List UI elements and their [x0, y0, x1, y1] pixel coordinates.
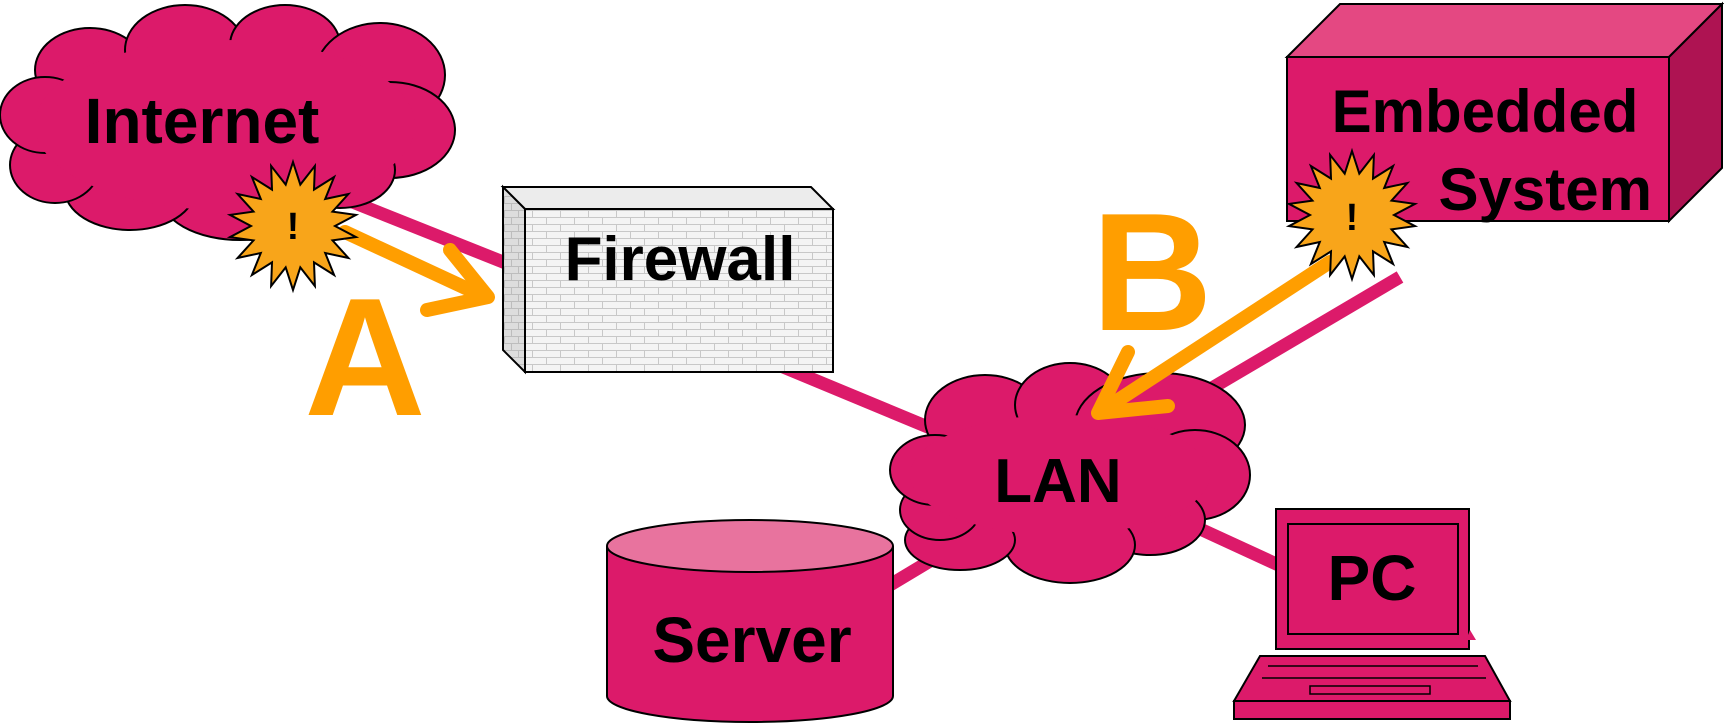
firewall-label: Firewall	[565, 225, 796, 294]
arrow-icon	[338, 225, 495, 317]
arrow-icon	[1091, 255, 1337, 420]
internet-label: Internet	[85, 85, 320, 157]
database-icon	[606, 519, 894, 723]
links	[337, 190, 1404, 591]
attack-a: ! A	[226, 158, 495, 451]
server-label: Server	[652, 604, 851, 676]
link-embedded-lan	[1191, 271, 1404, 404]
explosion-icon: !	[226, 158, 360, 294]
attack-b: B !	[1091, 147, 1419, 420]
firewall-node: Firewall	[500, 184, 836, 375]
attack-b-marker: !	[1346, 197, 1359, 239]
embedded-label-line1: Embedded	[1332, 78, 1639, 145]
embedded-label-line2: System	[1439, 156, 1652, 223]
server-node: Server	[606, 519, 894, 723]
pc-label: PC	[1328, 542, 1417, 614]
laptop-icon	[1232, 508, 1512, 720]
lan-cloud: LAN	[889, 362, 1251, 584]
internet-cloud: Internet	[0, 4, 456, 241]
attack-a-marker: !	[287, 206, 300, 248]
embedded-system-node: Embedded System	[1284, 1, 1724, 224]
link-internet-firewall	[337, 190, 511, 271]
lan-label: LAN	[994, 447, 1121, 516]
box-icon	[1284, 1, 1724, 224]
explosion-icon: !	[1285, 147, 1419, 283]
firewall-icon	[500, 184, 836, 375]
attack-b-label: B	[1091, 178, 1212, 366]
pc-node: PC	[1232, 508, 1512, 720]
attack-a-label: A	[304, 263, 425, 451]
